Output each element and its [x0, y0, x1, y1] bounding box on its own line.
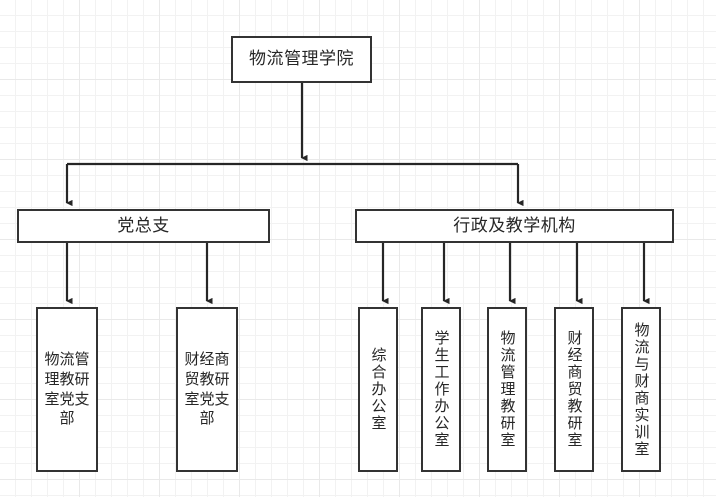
node-finance-trade-teaching-office[interactable]: 财经商贸教研室 — [554, 307, 594, 472]
node-root[interactable]: 物流管理学院 — [231, 36, 372, 83]
node-student-affairs-office-label: 学生工作办公室 — [432, 330, 451, 449]
node-party-branch[interactable]: 党总支 — [17, 209, 270, 243]
node-student-affairs-office[interactable]: 学生工作办公室 — [421, 307, 461, 472]
node-logistics-teaching-party[interactable]: 物流管理教研室党支部 — [36, 307, 98, 472]
node-finance-trade-teaching-office-label: 财经商贸教研室 — [565, 330, 584, 449]
node-training-room-label: 物流与财商实训室 — [632, 321, 651, 458]
node-general-office-label: 综合办公室 — [369, 347, 388, 432]
node-logistics-teaching-office-label: 物流管理教研室 — [498, 330, 517, 449]
node-admin-teaching[interactable]: 行政及教学机构 — [355, 209, 674, 243]
node-training-room[interactable]: 物流与财商实训室 — [621, 307, 661, 472]
node-logistics-teaching-party-label: 物流管理教研室党支部 — [44, 349, 90, 428]
node-party-branch-label: 党总支 — [117, 215, 170, 236]
node-finance-trade-party-label: 财经商贸教研室党支部 — [184, 349, 230, 428]
node-logistics-teaching-office[interactable]: 物流管理教研室 — [487, 307, 527, 472]
node-general-office[interactable]: 综合办公室 — [358, 307, 398, 472]
node-admin-teaching-label: 行政及教学机构 — [453, 215, 576, 236]
node-root-label: 物流管理学院 — [249, 49, 354, 70]
node-finance-trade-party[interactable]: 财经商贸教研室党支部 — [176, 307, 238, 472]
